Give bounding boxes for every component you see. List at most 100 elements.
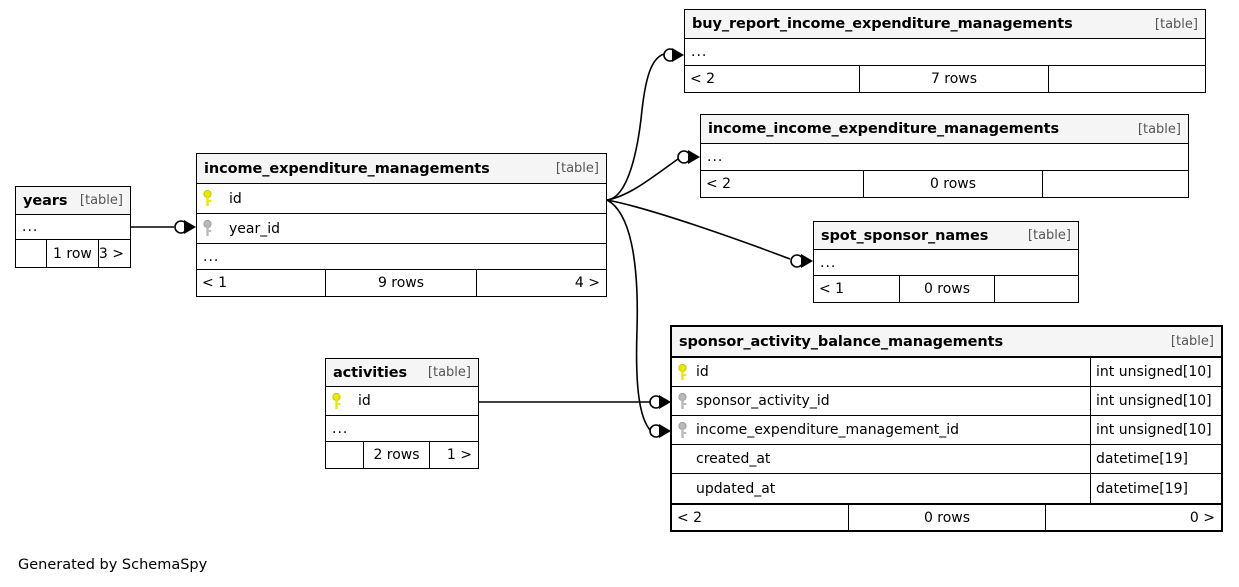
table-years-kind: [table] — [79, 193, 123, 208]
arrowhead-spot-sponsor — [801, 254, 813, 268]
table-activities-footer-right[interactable]: 1 > — [446, 447, 472, 463]
table-years-footer-rows: 1 row — [45, 240, 99, 267]
edge-endpoint-buy-report — [663, 48, 677, 62]
table-activities-header: activities [table] — [326, 359, 478, 387]
table-activities-column-id[interactable]: id — [326, 387, 478, 416]
table-income-income-footer-left[interactable]: < 2 — [706, 176, 732, 192]
foreign-key-icon — [672, 387, 692, 415]
table-sabm-column-created-at-label: created_at — [696, 451, 771, 467]
spacer — [346, 387, 358, 415]
table-buy-report-footer-rows: 7 rows — [859, 66, 1049, 92]
table-sabm-column-updated-at-type: datetime[19] — [1090, 474, 1221, 503]
table-sabm-column-income-expenditure-management-id-label: income_expenditure_management_id — [696, 422, 960, 438]
table-income-income-expenditure-managements[interactable]: income_income_expenditure_managements [t… — [700, 114, 1189, 198]
arrowhead-income-income — [688, 150, 700, 164]
table-buy-report-kind: [table] — [1154, 16, 1198, 32]
table-sabm-column-sponsor-activity-id[interactable]: sponsor_activity_id int unsigned[10] — [672, 387, 1221, 416]
foreign-key-icon — [672, 416, 692, 444]
table-spot-sponsor-ellipsis: ... — [820, 254, 837, 271]
edge-iem-to-sabm — [606, 199, 651, 431]
table-income-expenditure-managements[interactable]: income_expenditure_managements [table] i… — [196, 153, 607, 297]
table-sabm-footer-rows: 0 rows — [848, 505, 1046, 530]
table-activities-footer-left[interactable] — [326, 442, 363, 468]
table-sabm-footer-left[interactable]: < 2 — [677, 509, 703, 526]
spacer — [217, 184, 229, 213]
no-key-spacer — [672, 445, 692, 473]
table-activities-footer: 2 rows 1 > — [326, 441, 478, 468]
table-spot-sponsor-footer-left[interactable]: < 1 — [819, 281, 845, 297]
table-iem-header: income_expenditure_managements [table] — [197, 154, 606, 184]
table-activities-footer-rows: 2 rows — [363, 442, 430, 468]
table-activities[interactable]: activities [table] id ... 2 rows 1 > — [325, 358, 479, 469]
table-activities-column-id-label: id — [358, 393, 371, 409]
table-sponsor-activity-balance-managements[interactable]: sponsor_activity_balance_managements [ta… — [670, 325, 1223, 532]
table-iem-title: income_expenditure_managements — [204, 160, 490, 177]
table-sabm-column-updated-at-label: updated_at — [696, 480, 776, 497]
edge-endpoint-income-income — [677, 150, 691, 164]
table-iem-column-year-id[interactable]: year_id — [197, 214, 606, 244]
arrowhead-buy-report — [672, 48, 684, 62]
table-years-ellipsis: ... — [16, 215, 130, 240]
edge-endpoint-spot-sponsor — [790, 254, 804, 268]
spacer — [217, 214, 229, 243]
edge-endpoint-sabm-iem-id — [649, 424, 663, 438]
table-sabm-column-updated-at[interactable]: updated_at datetime[19] — [672, 474, 1221, 503]
table-buy-report-ellipsis: ... — [691, 44, 708, 60]
table-iem-column-id[interactable]: id — [197, 184, 606, 214]
table-iem-footer-left[interactable]: < 1 — [202, 275, 228, 291]
table-years-footer: 1 row 3 > — [16, 240, 130, 267]
edge-iem-to-spot-sponsor — [606, 199, 791, 260]
table-sabm-kind: [table] — [1170, 334, 1214, 349]
table-activities-kind: [table] — [427, 365, 471, 380]
table-sabm-column-income-expenditure-management-id-type: int unsigned[10] — [1090, 416, 1221, 444]
table-iem-footer-rows: 9 rows — [325, 270, 477, 296]
primary-key-icon — [326, 387, 346, 415]
table-buy-report-footer: < 2 7 rows — [685, 65, 1205, 92]
table-buy-report-income-expenditure-managements[interactable]: buy_report_income_expenditure_management… — [684, 9, 1206, 93]
no-key-spacer — [672, 474, 692, 503]
table-sabm-footer: < 2 0 rows 0 > — [672, 503, 1221, 530]
arrowhead-years — [184, 220, 196, 234]
table-buy-report-footer-right — [1049, 66, 1205, 92]
table-buy-report-header: buy_report_income_expenditure_management… — [685, 10, 1205, 39]
table-income-income-title: income_income_expenditure_managements — [708, 121, 1059, 137]
generated-by-note: Generated by SchemaSpy — [18, 557, 208, 573]
table-iem-footer: < 1 9 rows 4 > — [197, 269, 606, 296]
edge-iem-to-buy-report — [606, 53, 665, 201]
table-iem-footer-right[interactable]: 4 > — [574, 275, 600, 291]
table-sabm-column-income-expenditure-management-id[interactable]: income_expenditure_management_id int uns… — [672, 416, 1221, 445]
table-income-income-ellipsis: ... — [707, 149, 724, 165]
table-income-income-footer: < 2 0 rows — [701, 170, 1188, 197]
table-income-income-header: income_income_expenditure_managements [t… — [701, 115, 1188, 144]
table-spot-sponsor-footer-rows: 0 rows — [899, 276, 995, 302]
table-income-income-footer-right — [1043, 171, 1188, 197]
table-iem-ellipsis: ... — [203, 248, 220, 265]
table-spot-sponsor-names[interactable]: spot_sponsor_names [table] ... < 1 0 row… — [813, 221, 1079, 303]
table-sabm-column-created-at[interactable]: created_at datetime[19] — [672, 445, 1221, 474]
table-spot-sponsor-kind: [table] — [1027, 228, 1071, 243]
table-buy-report-title: buy_report_income_expenditure_management… — [692, 16, 1073, 32]
table-spot-sponsor-title: spot_sponsor_names — [821, 227, 989, 244]
table-buy-report-footer-left[interactable]: < 2 — [690, 71, 716, 87]
table-income-income-kind: [table] — [1137, 121, 1181, 137]
edge-iem-to-income-income — [606, 158, 679, 201]
primary-key-icon — [197, 184, 217, 213]
table-activities-ellipsis: ... — [332, 420, 349, 437]
table-years-footer-right[interactable]: 3 > — [98, 245, 125, 262]
table-sabm-title: sponsor_activity_balance_managements — [679, 333, 1003, 350]
table-iem-kind: [table] — [555, 161, 599, 176]
table-years[interactable]: years [table] ... 1 row 3 > — [15, 186, 131, 268]
table-sabm-column-id[interactable]: id int unsigned[10] — [672, 358, 1221, 387]
table-years-footer-left[interactable] — [16, 240, 46, 267]
table-income-income-footer-rows: 0 rows — [863, 171, 1043, 197]
foreign-key-icon — [197, 214, 217, 243]
table-iem-column-year-id-label: year_id — [229, 220, 281, 237]
edge-endpoint-sabm-sponsor-activity — [649, 395, 663, 409]
table-spot-sponsor-footer: < 1 0 rows — [814, 275, 1078, 302]
table-sabm-footer-right[interactable]: 0 > — [1189, 509, 1215, 526]
primary-key-icon — [672, 358, 692, 386]
table-sabm-header: sponsor_activity_balance_managements [ta… — [672, 327, 1221, 358]
table-years-header: years [table] — [16, 187, 130, 215]
table-sabm-column-id-type: int unsigned[10] — [1090, 358, 1221, 386]
table-sabm-column-sponsor-activity-id-label: sponsor_activity_id — [696, 393, 830, 409]
